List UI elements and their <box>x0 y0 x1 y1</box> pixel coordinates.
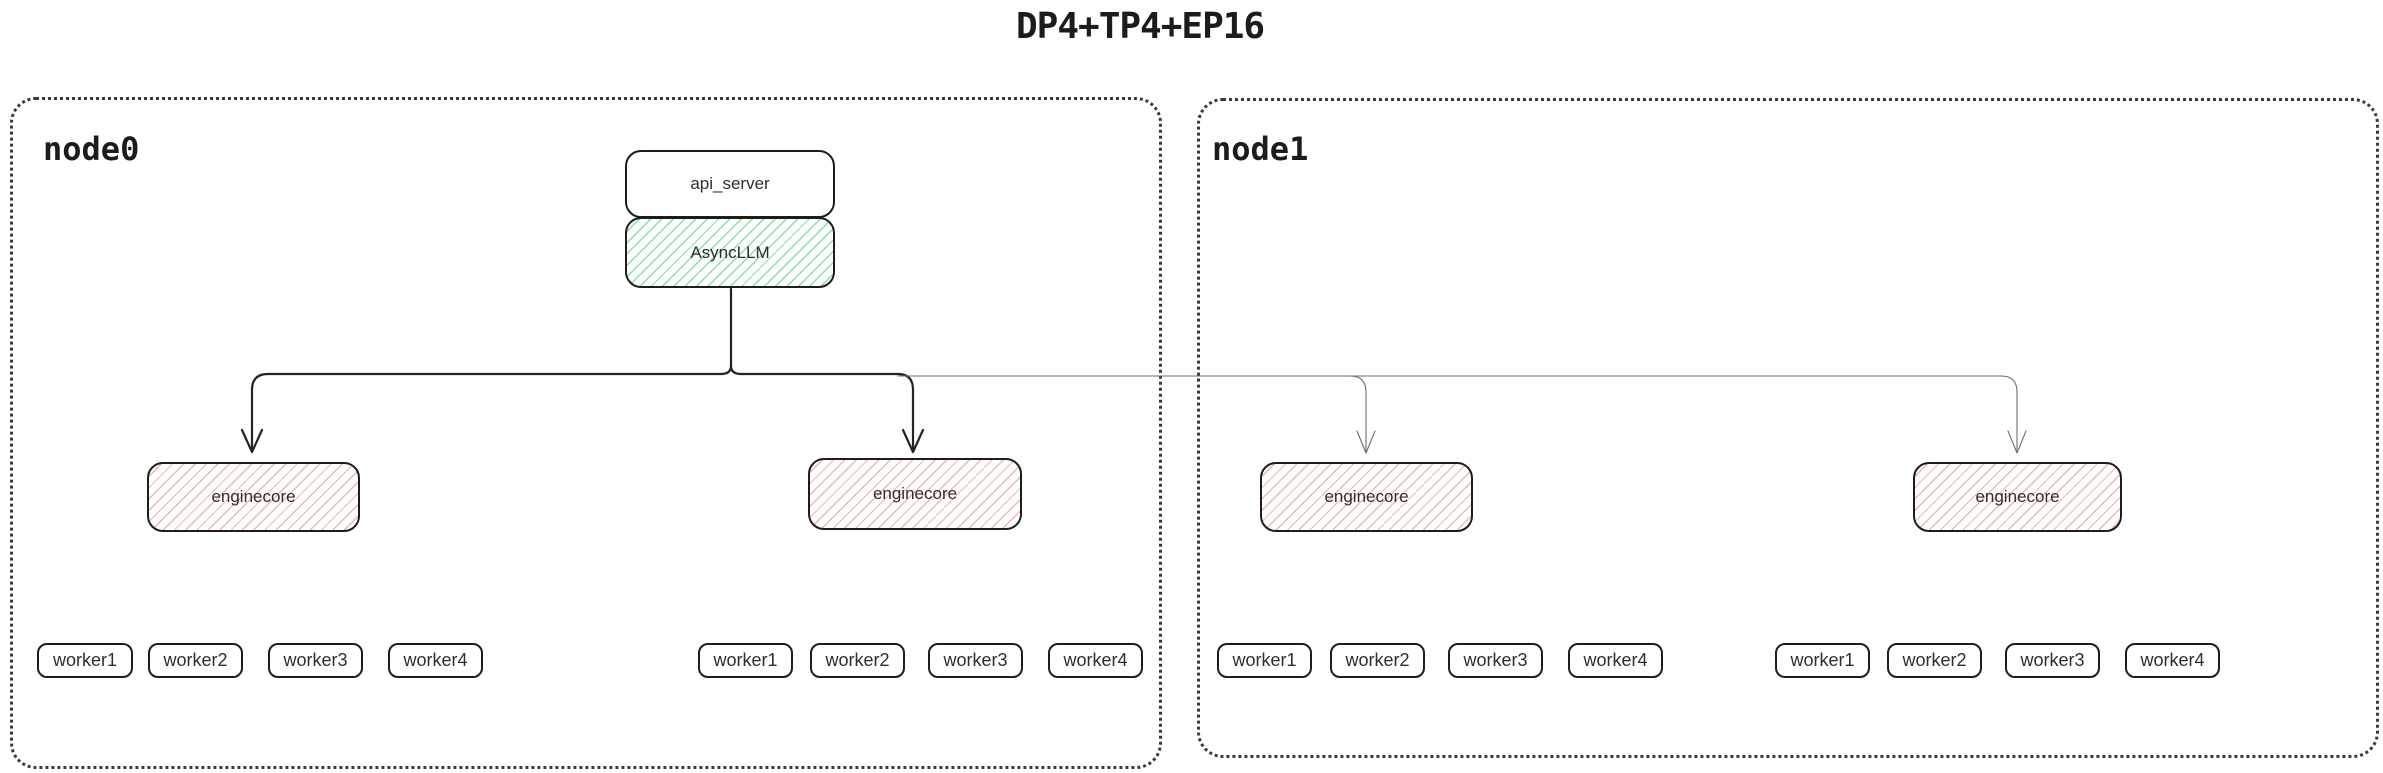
worker-label: worker2 <box>825 650 890 670</box>
worker-box: worker4 <box>1048 643 1143 678</box>
enginecore-label: enginecore <box>872 484 958 503</box>
worker-label: worker4 <box>1583 650 1648 670</box>
diagram-title: DP4+TP4+EP16 <box>1016 6 1265 47</box>
enginecore-box-3: enginecore <box>1260 462 1473 532</box>
worker-box: worker3 <box>1448 643 1543 678</box>
worker-label: worker3 <box>283 650 348 670</box>
worker-box: worker2 <box>1887 643 1982 678</box>
worker-label: worker1 <box>713 650 778 670</box>
worker-box: worker3 <box>928 643 1023 678</box>
worker-box: worker4 <box>2125 643 2220 678</box>
worker-label: worker3 <box>2020 650 2085 670</box>
worker-box: worker4 <box>1568 643 1663 678</box>
worker-label: worker3 <box>1463 650 1528 670</box>
worker-label: worker2 <box>163 650 228 670</box>
api-server-label: api_server <box>690 174 770 193</box>
worker-box: worker2 <box>1330 643 1425 678</box>
worker-box: worker4 <box>388 643 483 678</box>
worker-box: worker1 <box>698 643 793 678</box>
node0-label: node0 <box>43 130 140 168</box>
worker-label: worker1 <box>52 650 118 670</box>
worker-box: worker3 <box>268 643 363 678</box>
worker-box: worker2 <box>810 643 905 678</box>
worker-label: worker4 <box>2140 650 2205 670</box>
worker-label: worker4 <box>403 650 468 670</box>
enginecore-label: enginecore <box>1975 487 2060 506</box>
enginecore-box-4: enginecore <box>1913 462 2122 532</box>
node1-label: node1 <box>1212 130 1309 168</box>
asyncllm-label: AsyncLLM <box>690 242 770 262</box>
worker-label: worker4 <box>1063 650 1128 670</box>
worker-label: worker3 <box>943 650 1008 670</box>
worker-label: worker2 <box>1345 650 1410 670</box>
asyncllm-box: AsyncLLM <box>625 217 835 288</box>
enginecore-label: enginecore <box>211 487 296 506</box>
enginecore-box-2: enginecore <box>808 458 1022 530</box>
worker-box: worker1 <box>37 643 133 678</box>
worker-box: worker1 <box>1775 643 1870 678</box>
enginecore-label: enginecore <box>1324 487 1409 506</box>
worker-box: worker2 <box>148 643 243 678</box>
enginecore-box-1: enginecore <box>147 462 360 532</box>
worker-label: worker1 <box>1790 650 1855 670</box>
worker-box: worker1 <box>1217 643 1312 678</box>
worker-label: worker1 <box>1232 650 1297 670</box>
worker-label: worker2 <box>1902 650 1967 670</box>
api-server-box: api_server <box>625 150 835 218</box>
worker-box: worker3 <box>2005 643 2100 678</box>
